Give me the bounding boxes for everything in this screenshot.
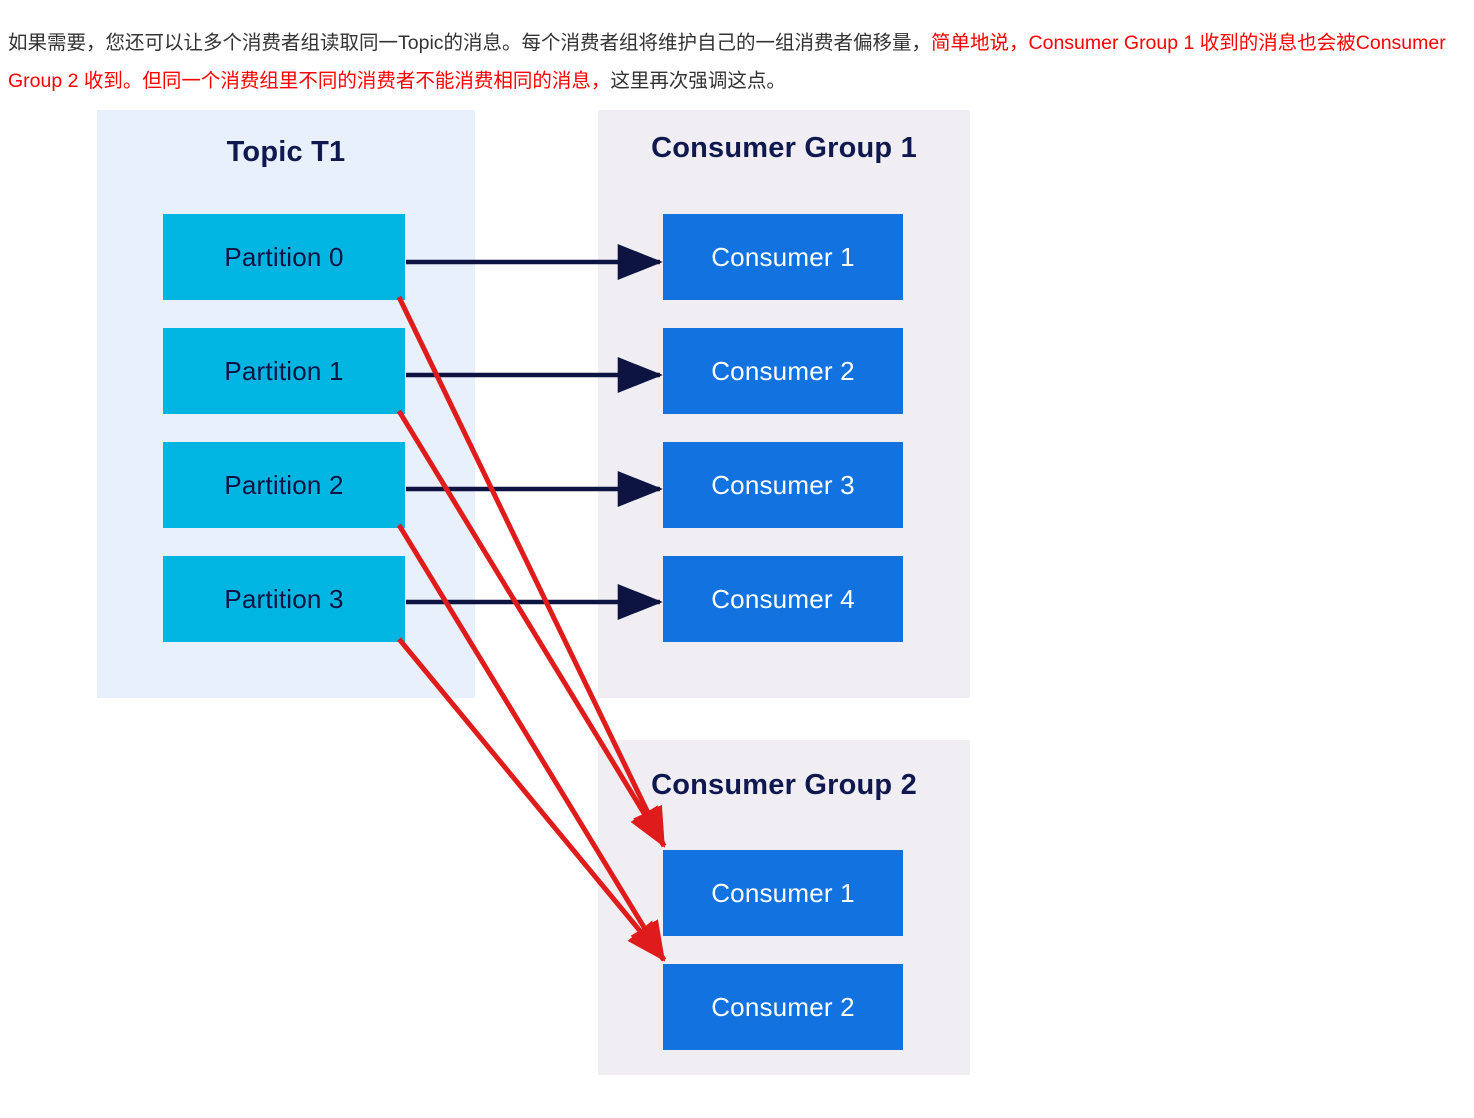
panel-title-consumer-group-2: Consumer Group 2 <box>651 769 917 801</box>
node-cg2-consumer-2[interactable]: Consumer 2 <box>663 964 903 1050</box>
caption-segment-plain-1: 如果需要，您还可以让多个消费者组读取同一Topic的消息。每个消费者组将维护自己… <box>8 31 932 54</box>
node-label: Consumer 1 <box>711 241 855 272</box>
node-partition-1[interactable]: Partition 1 <box>163 328 405 414</box>
node-label: Partition 2 <box>224 469 344 500</box>
node-cg1-consumer-4[interactable]: Consumer 4 <box>663 556 903 642</box>
node-label: Partition 3 <box>224 583 344 614</box>
panel-title-topic-t1: Topic T1 <box>226 136 346 168</box>
node-cg1-consumer-1[interactable]: Consumer 1 <box>663 214 903 300</box>
node-label: Consumer 2 <box>711 355 855 386</box>
caption-segment-highlighted: 简单地说，Consumer Group 1 收到的消息也会被Consumer G… <box>8 31 1446 92</box>
node-label: Consumer 4 <box>711 583 855 614</box>
node-cg1-consumer-3[interactable]: Consumer 3 <box>663 442 903 528</box>
node-label: Partition 0 <box>224 241 344 272</box>
node-label: Consumer 2 <box>711 991 855 1022</box>
node-cg1-consumer-2[interactable]: Consumer 2 <box>663 328 903 414</box>
node-partition-3[interactable]: Partition 3 <box>163 556 405 642</box>
panel-title-consumer-group-1: Consumer Group 1 <box>651 132 917 164</box>
node-label: Partition 1 <box>224 355 344 386</box>
node-label: Consumer 1 <box>711 877 855 908</box>
node-cg2-consumer-1[interactable]: Consumer 1 <box>663 850 903 936</box>
caption-segment-plain-2: 这里再次强调这点。 <box>610 69 786 92</box>
node-partition-0[interactable]: Partition 0 <box>163 214 405 300</box>
caption-paragraph: 如果需要，您还可以让多个消费者组读取同一Topic的消息。每个消费者组将维护自己… <box>8 24 1466 100</box>
node-label: Consumer 3 <box>711 469 855 500</box>
node-partition-2[interactable]: Partition 2 <box>163 442 405 528</box>
